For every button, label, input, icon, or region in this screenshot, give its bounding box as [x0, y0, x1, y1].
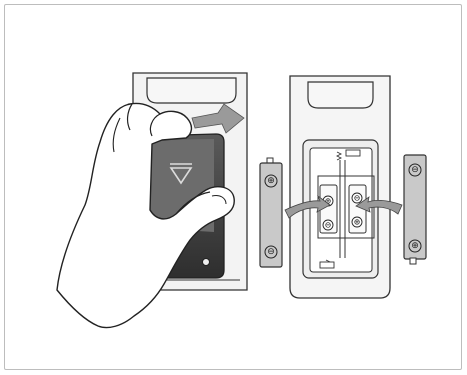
battery-right-bottom-symbol: ⊕ — [411, 241, 419, 251]
slide-arrow-icon — [191, 103, 245, 134]
slot-right-markers: ⊖ ⊕ — [351, 192, 363, 228]
battery-left: ⊕ ⊖ — [259, 157, 283, 268]
right-remote — [289, 75, 391, 299]
figure-frame — [4, 4, 462, 370]
battery-right: ⊖ ⊕ — [403, 154, 427, 265]
insert-arrow-left-icon — [284, 194, 331, 219]
slot-right-bottom-symbol: ⊕ — [354, 218, 361, 227]
battery-left-top-symbol: ⊕ — [267, 176, 275, 186]
slot-left-markers: ⊕ ⊖ — [322, 195, 334, 231]
hand-illustration — [56, 102, 235, 329]
slot-right-top-symbol: ⊖ — [354, 194, 361, 203]
spring-top-icon — [335, 151, 343, 161]
insert-arrow-right-icon — [355, 196, 403, 215]
battery-right-top-symbol: ⊖ — [411, 165, 419, 175]
battery-left-bottom-symbol: ⊖ — [267, 247, 275, 257]
slot-left-top-symbol: ⊕ — [325, 197, 332, 206]
slot-left-bottom-symbol: ⊖ — [325, 221, 332, 230]
